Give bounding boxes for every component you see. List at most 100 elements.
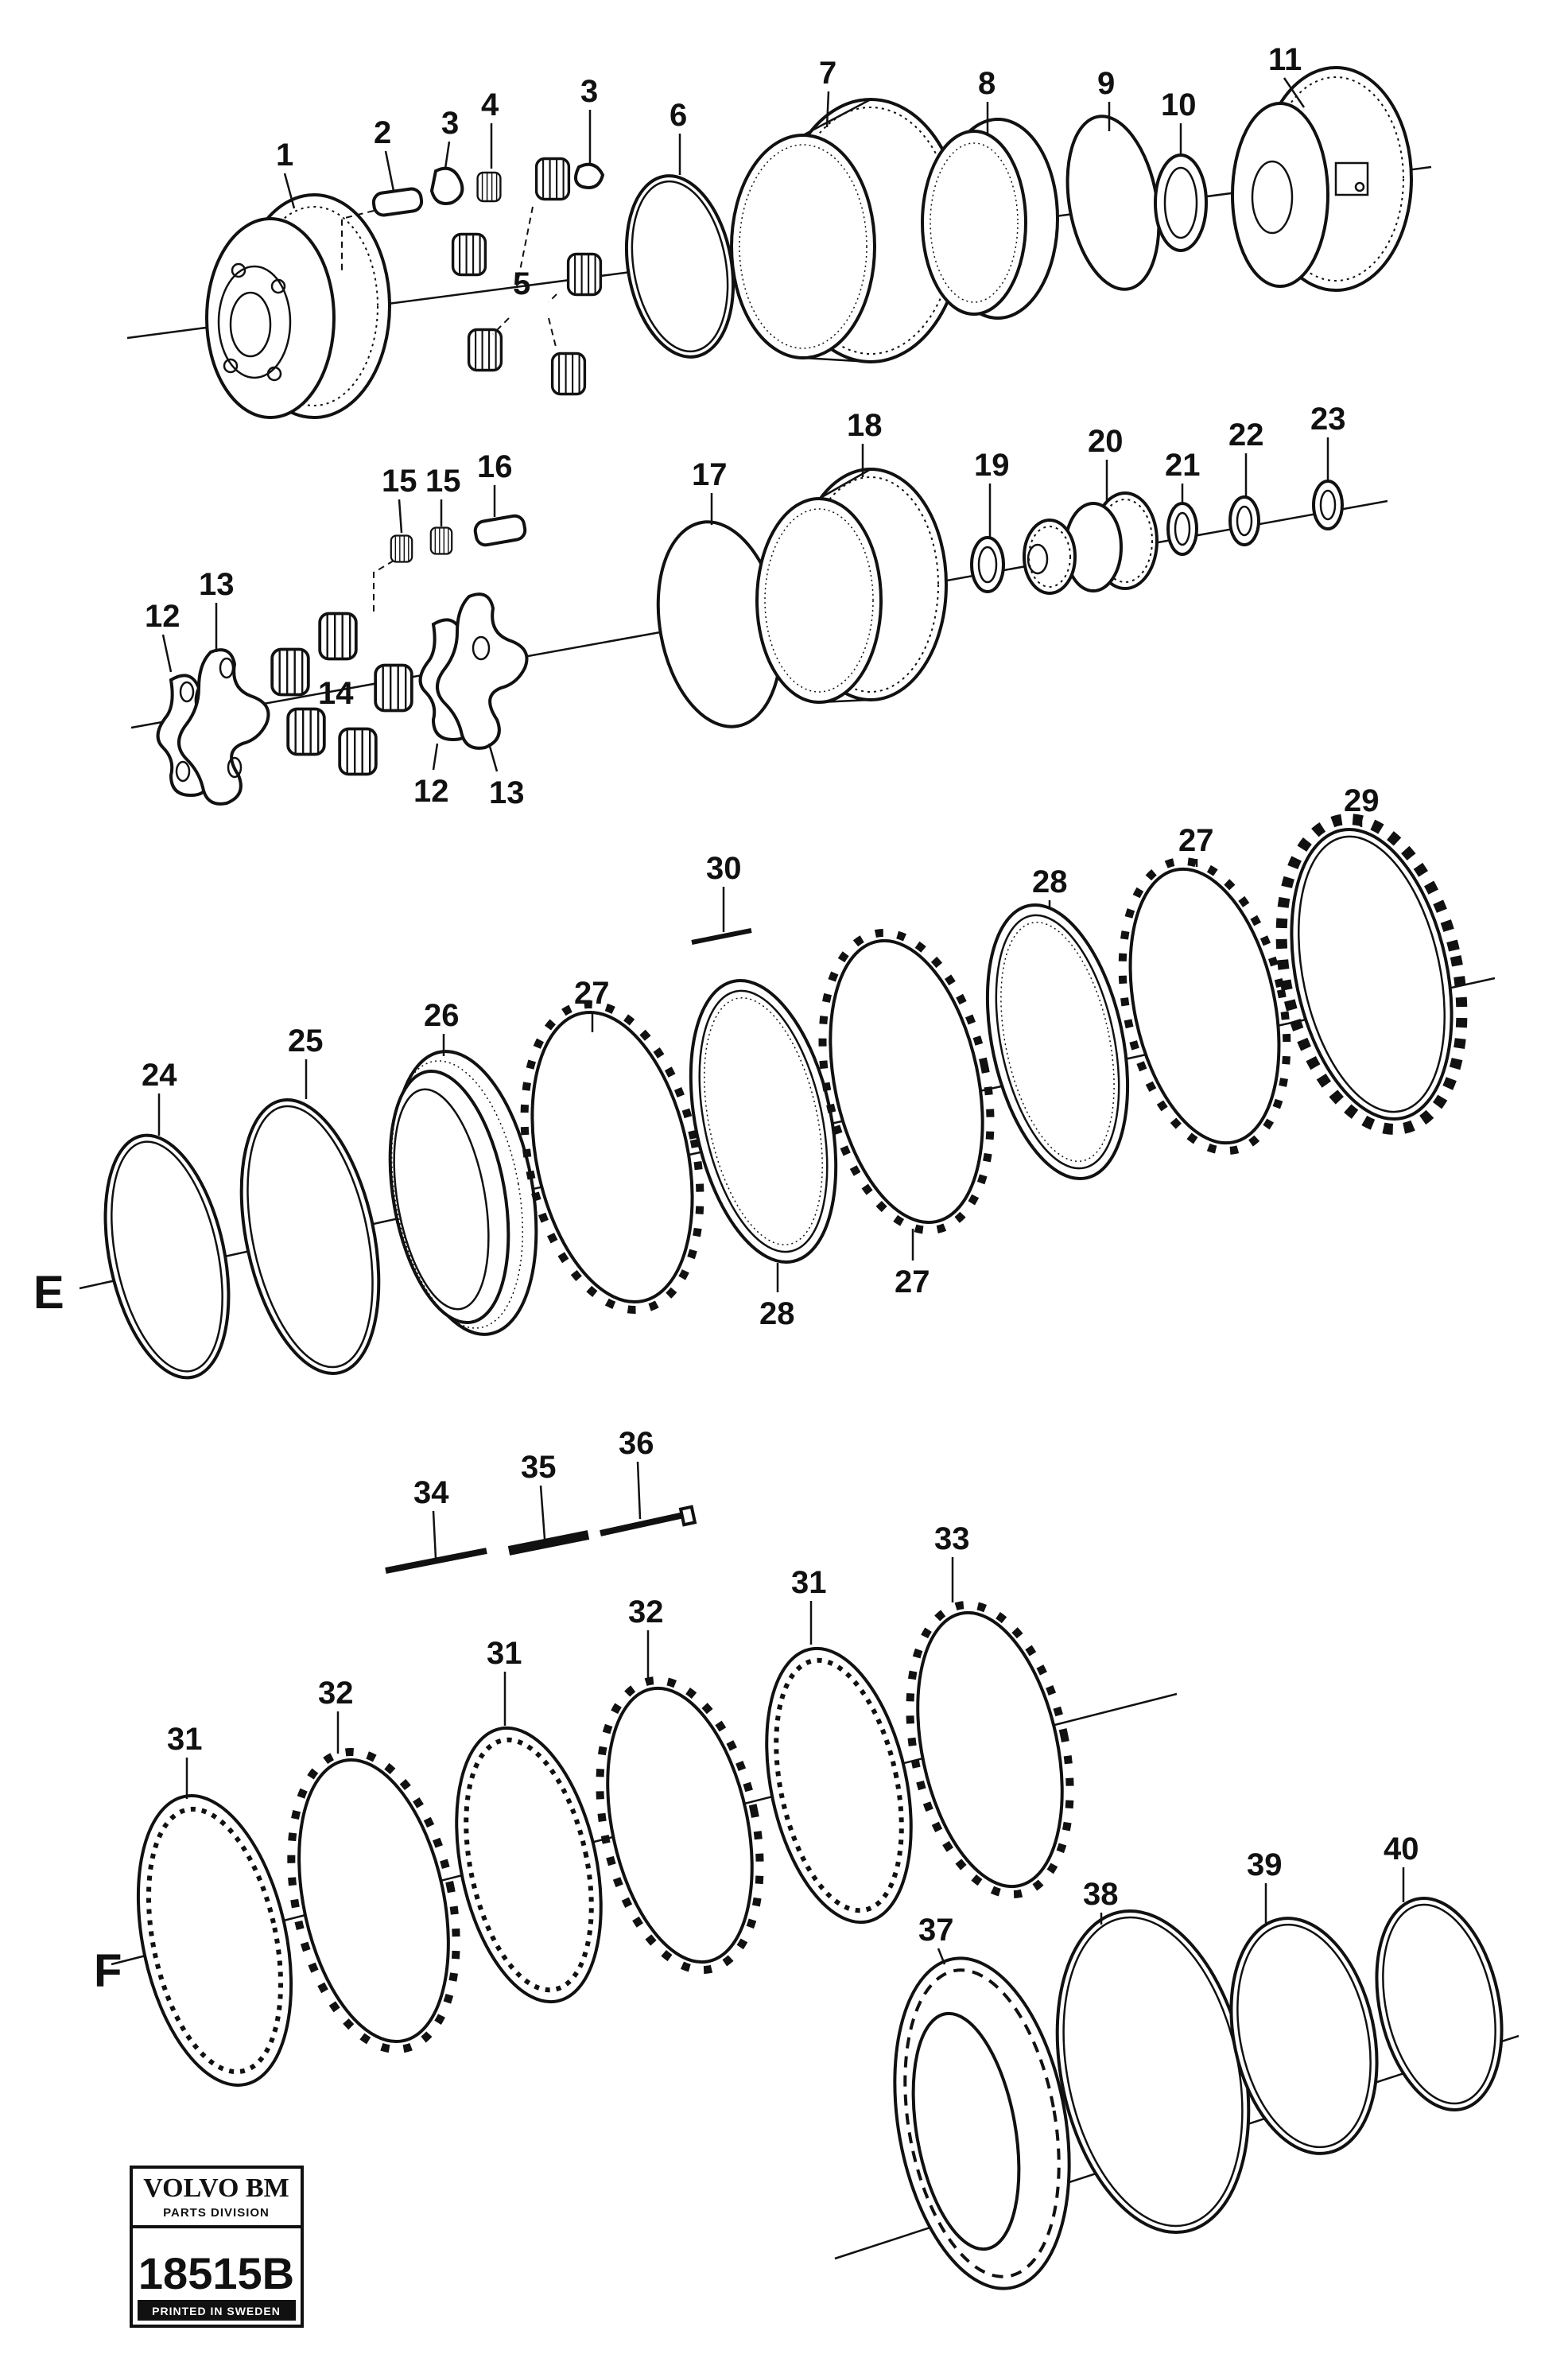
part-3-thrust-washer-a [429, 166, 464, 205]
part-13-plate-right [436, 592, 529, 750]
callout-3b: 3 [580, 74, 598, 109]
callout-32a: 32 [318, 1676, 354, 1711]
part-13-plate-left [177, 648, 270, 806]
callout-29: 29 [1344, 783, 1380, 818]
callout-21: 21 [1165, 448, 1201, 483]
part-19-washer [970, 536, 1005, 593]
part-31-friction-plate-c [765, 1646, 913, 1925]
callout-22: 22 [1228, 418, 1264, 453]
callout-7: 7 [819, 56, 836, 91]
part-15-bearing-b [429, 526, 453, 555]
logo-brand: VOLVO BM [143, 2173, 289, 2203]
part-16-pin [373, 514, 527, 612]
part-30-pin [691, 928, 752, 945]
callout-12b: 12 [413, 774, 449, 809]
callout-31b: 31 [487, 1636, 522, 1671]
callout-20: 20 [1088, 424, 1124, 459]
callout-28a: 28 [759, 1296, 795, 1331]
part-24-o-ring [103, 1133, 231, 1380]
callout-27a: 27 [574, 976, 610, 1011]
callout-31c: 31 [791, 1565, 827, 1600]
part-25-o-ring [239, 1098, 381, 1375]
part-7-ring-gear [730, 98, 964, 363]
section-label-f: F [94, 1945, 122, 1997]
callout-27b: 27 [895, 1264, 930, 1299]
part-35-pin [507, 1530, 590, 1556]
callout-32b: 32 [628, 1595, 664, 1630]
callout-12a: 12 [145, 599, 180, 634]
callout-30: 30 [706, 851, 742, 886]
callout-1: 1 [276, 138, 293, 173]
callout-13a: 13 [199, 567, 235, 602]
part-27-separator-plate-b [818, 928, 995, 1235]
callout-10: 10 [1161, 87, 1197, 122]
part-28-friction-plate-a [689, 979, 838, 1264]
row-e-clutch-pack: E [33, 783, 1496, 1380]
callout-35: 35 [521, 1450, 557, 1485]
part-31-friction-plate-a [136, 1794, 293, 2087]
part-1-carrier-hub [205, 193, 391, 419]
callout-27c: 27 [1178, 823, 1214, 858]
callout-18: 18 [847, 408, 883, 443]
callout-26: 26 [424, 998, 460, 1033]
callout-28b: 28 [1032, 864, 1068, 899]
part-18-ring-gear [755, 468, 948, 704]
part-22-washer [1228, 495, 1260, 546]
part-27-separator-plate-c [1118, 857, 1291, 1156]
part-26-piston [388, 1050, 538, 1336]
callout-36: 36 [619, 1426, 654, 1461]
part-39-seal-ring [1229, 1917, 1379, 2155]
part-37-piston [893, 1956, 1071, 2290]
part-6-snap-ring [624, 174, 735, 359]
callout-3a: 3 [441, 106, 459, 141]
callout-2: 2 [374, 115, 391, 150]
callout-34: 34 [413, 1475, 449, 1510]
callout-39: 39 [1247, 1847, 1283, 1882]
callout-40: 40 [1384, 1832, 1419, 1866]
callout-5: 5 [513, 266, 530, 301]
part-40-seal-ring [1375, 1897, 1504, 2111]
part-3-thrust-washer-b [574, 162, 605, 189]
volvo-bm-parts-badge: VOLVO BM PARTS DIVISION 18515B PRINTED I… [130, 2166, 304, 2328]
part-32-separator-plate-a [287, 1748, 460, 2053]
callout-31a: 31 [167, 1722, 203, 1757]
part-20-sun-gear [1023, 491, 1159, 595]
part-15-bearing-a [390, 534, 413, 563]
logo-number: 18515B [138, 2248, 294, 2298]
part-34-stud [385, 1548, 487, 1574]
callout-23: 23 [1310, 402, 1346, 437]
row-2-planetary-assembly: 12 13 14 15 15 16 12 13 17 18 19 20 21 2… [130, 402, 1388, 810]
callout-11: 11 [1268, 42, 1302, 77]
part-21-washer [1166, 502, 1198, 556]
callout-19: 19 [974, 448, 1010, 483]
logo-division: PARTS DIVISION [163, 2206, 270, 2220]
callout-13b: 13 [489, 775, 525, 810]
row-f-clutch-pack: F [94, 1426, 1519, 2290]
part-36-bolt [600, 1505, 697, 1536]
callout-6: 6 [670, 98, 687, 133]
callout-24: 24 [142, 1058, 177, 1093]
callout-33: 33 [934, 1521, 970, 1556]
callout-4: 4 [481, 87, 499, 122]
part-23-washer [1312, 480, 1344, 530]
part-11-planet-carrier [1231, 66, 1413, 292]
part-2-pin [341, 187, 424, 270]
row-1-planetary-assembly: 1 2 3 4 3 5 6 7 8 9 10 11 [126, 42, 1432, 419]
part-27-separator-plate-a [520, 1000, 704, 1314]
callout-9: 9 [1097, 66, 1115, 101]
callout-25: 25 [288, 1024, 324, 1059]
callout-17: 17 [692, 457, 728, 492]
part-10-washer [1154, 153, 1208, 252]
section-label-e: E [33, 1267, 64, 1319]
part-31-friction-plate-b [455, 1726, 603, 2004]
callout-8: 8 [978, 66, 996, 101]
callout-16: 16 [477, 449, 513, 484]
part-4-bearing [476, 171, 502, 203]
part-5-bearing-set [451, 157, 603, 396]
logo-footer: PRINTED IN SWEDEN [152, 2305, 281, 2317]
callout-38: 38 [1083, 1877, 1119, 1912]
part-33-end-plate [906, 1600, 1074, 1899]
callout-15b: 15 [425, 464, 461, 499]
part-8-gear-ring [921, 118, 1059, 320]
